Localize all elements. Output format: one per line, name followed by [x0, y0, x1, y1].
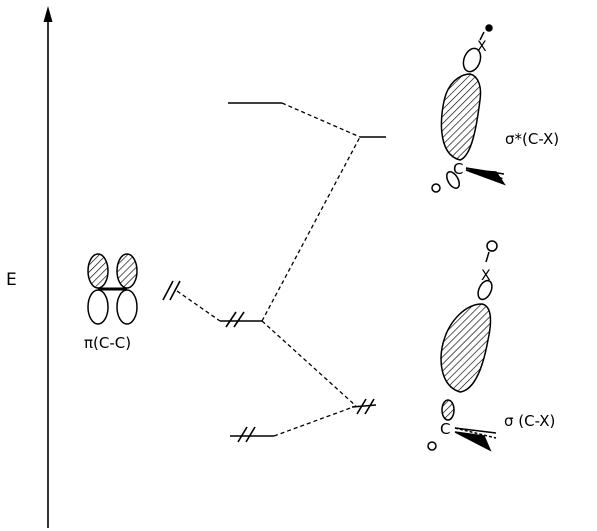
pi-orbital-label: π(C-C): [84, 334, 131, 352]
sigma-star-atom-c: C: [453, 160, 463, 178]
sigma-star-wedge: [465, 169, 506, 186]
energy-axis-label: E: [6, 270, 17, 290]
electron-pair-mixed-lower: [237, 426, 256, 443]
corr-mixed-upper-to-sigma: [261, 320, 357, 407]
pi-lobe-right-bottom: [116, 289, 138, 325]
sigma-wedge: [454, 431, 492, 452]
sigma-x-lobe: [477, 279, 493, 301]
electron-pair-marks: [162, 280, 377, 443]
corr-mixed-lower-to-sigma: [273, 405, 357, 437]
sigma-bond-1: [454, 427, 497, 434]
sigma-star-x-bond: [479, 31, 485, 41]
sigma-atom-c: C: [440, 420, 450, 438]
sigma-atom-x: X: [481, 268, 491, 284]
sigma-star-big-lobe: [440, 73, 482, 161]
corr-star-to-sigma-star: [281, 102, 361, 138]
sigma-bond-2: [454, 427, 497, 439]
energy-levels: [220, 102, 386, 437]
sigma-star-back-lobe: [446, 171, 460, 189]
pi-orbital-drawing: [87, 253, 138, 325]
pi-lobe-left-top: [87, 253, 109, 289]
corr-pi-to-mixed-upper: [176, 290, 221, 322]
sigma-star-small-lobe: [431, 183, 441, 193]
sigma-star-atom-x: X: [477, 39, 487, 55]
pi-lobe-right-top: [116, 253, 138, 289]
sigma-small-lobe: [427, 441, 437, 451]
sigma-star-orbital-label: σ*(C-X): [505, 130, 559, 148]
sigma-star-x-lobe: [462, 47, 482, 73]
sigma-x-bond: [485, 251, 490, 263]
sigma-star-orbital-drawing: [431, 24, 506, 193]
pi-lobe-left-bottom: [87, 289, 109, 325]
sigma-orbital-drawing: [427, 240, 498, 452]
energy-axis: [43, 6, 53, 528]
sigma-big-lobe: [440, 303, 492, 393]
electron-pair-mixed-upper: [225, 311, 245, 328]
sigma-star-x-dot: [485, 24, 493, 32]
correlation-lines: [176, 102, 361, 437]
sigma-x-small-lobe: [486, 240, 498, 252]
sigma-c-lobe: [441, 399, 455, 421]
sigma-orbital-label: σ (C-X): [504, 412, 555, 430]
corr-mixed-upper-to-sigma-star: [261, 136, 361, 322]
axis-arrowhead: [43, 6, 53, 22]
electron-pair-pi: [162, 280, 181, 301]
